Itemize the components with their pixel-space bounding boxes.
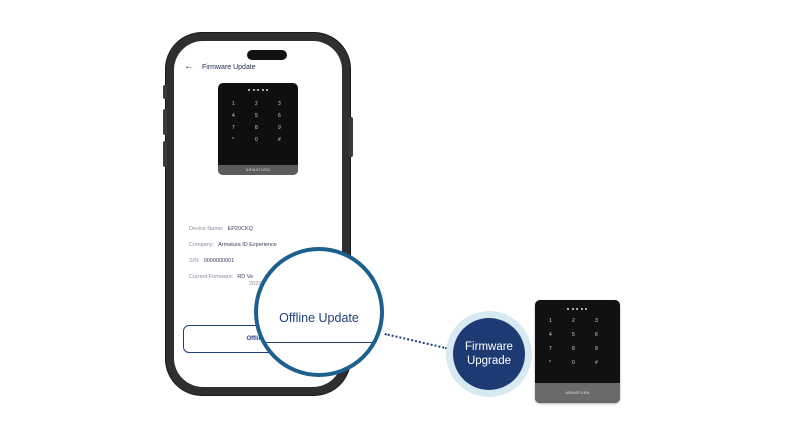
keypad-key: 4 bbox=[232, 113, 235, 119]
badge-line1: Firmware bbox=[465, 341, 513, 353]
access-reader-device: 1 2 3 4 5 6 7 8 9 * 0 # ARMATURA bbox=[535, 300, 620, 403]
phone-power-button bbox=[349, 117, 353, 157]
keypad-key: 2 bbox=[255, 101, 258, 107]
keypad-key: 7 bbox=[232, 125, 235, 131]
device-name-row: Device Name:EP20CKQ bbox=[189, 226, 253, 232]
indicator-dots bbox=[567, 308, 587, 310]
keypad-key: 6 bbox=[595, 332, 598, 338]
device-brand: ARMATURA bbox=[218, 165, 298, 175]
keypad-key: 5 bbox=[255, 113, 258, 119]
keypad-key: * bbox=[549, 360, 551, 366]
keypad-key: # bbox=[595, 360, 598, 366]
keypad-key: 0 bbox=[572, 360, 575, 366]
keypad-key: 7 bbox=[549, 346, 552, 352]
keypad-key: 3 bbox=[595, 318, 598, 324]
arrow-left-icon[interactable]: ← bbox=[184, 61, 194, 72]
sn-label: S/N: bbox=[189, 258, 200, 264]
firmware-label: Current Firmware: bbox=[189, 274, 234, 280]
dotted-connector bbox=[384, 333, 448, 350]
company-row: Company:Armatura ID Experience bbox=[189, 242, 277, 248]
keypad-key: 8 bbox=[255, 125, 258, 131]
keypad-key: 1 bbox=[549, 318, 552, 324]
reader-brand: ARMATURA bbox=[535, 383, 620, 403]
sn-row: S/N:0000000001 bbox=[189, 258, 234, 264]
phone-side-button bbox=[163, 85, 167, 99]
device-image: 1 2 3 4 5 6 7 8 9 * 0 # ARMATURA bbox=[218, 83, 298, 175]
keypad-key: # bbox=[278, 137, 281, 143]
keypad-key: * bbox=[232, 137, 234, 143]
dynamic-island bbox=[247, 50, 287, 60]
keypad-key: 0 bbox=[255, 137, 258, 143]
keypad-key: 2 bbox=[572, 318, 575, 324]
phone-volume-up-button bbox=[163, 109, 167, 135]
firmware-upgrade-badge: Firmware Upgrade bbox=[453, 318, 525, 390]
firmware-value-line2: 2023 bbox=[249, 281, 262, 287]
keypad-key: 9 bbox=[595, 346, 598, 352]
magnified-button-border bbox=[258, 342, 380, 343]
company-value: Armatura ID Experience bbox=[218, 242, 277, 248]
magnifier-label: Offline Update bbox=[279, 311, 359, 325]
keypad-key: 9 bbox=[278, 125, 281, 131]
firmware-row: Current Firmware:RD Ve bbox=[189, 274, 253, 280]
app-header: ← Firmware Update bbox=[184, 62, 256, 72]
device-name-label: Device Name: bbox=[189, 226, 224, 232]
firmware-value-line1: RD Ve bbox=[237, 274, 254, 280]
magnifier-callout: Offline Update bbox=[254, 247, 384, 377]
keypad-key: 4 bbox=[549, 332, 552, 338]
indicator-dots bbox=[248, 89, 268, 91]
sn-value: 0000000001 bbox=[203, 258, 235, 264]
company-label: Company: bbox=[189, 242, 215, 248]
keypad-key: 6 bbox=[278, 113, 281, 119]
page-title: Firmware Update bbox=[202, 63, 256, 71]
keypad-key: 8 bbox=[572, 346, 575, 352]
badge-line2: Upgrade bbox=[466, 355, 512, 367]
keypad-key: 5 bbox=[572, 332, 575, 338]
device-name-value: EP20CKQ bbox=[227, 226, 253, 232]
phone-volume-down-button bbox=[163, 141, 167, 167]
keypad-key: 1 bbox=[232, 101, 235, 107]
keypad-key: 3 bbox=[278, 101, 281, 107]
